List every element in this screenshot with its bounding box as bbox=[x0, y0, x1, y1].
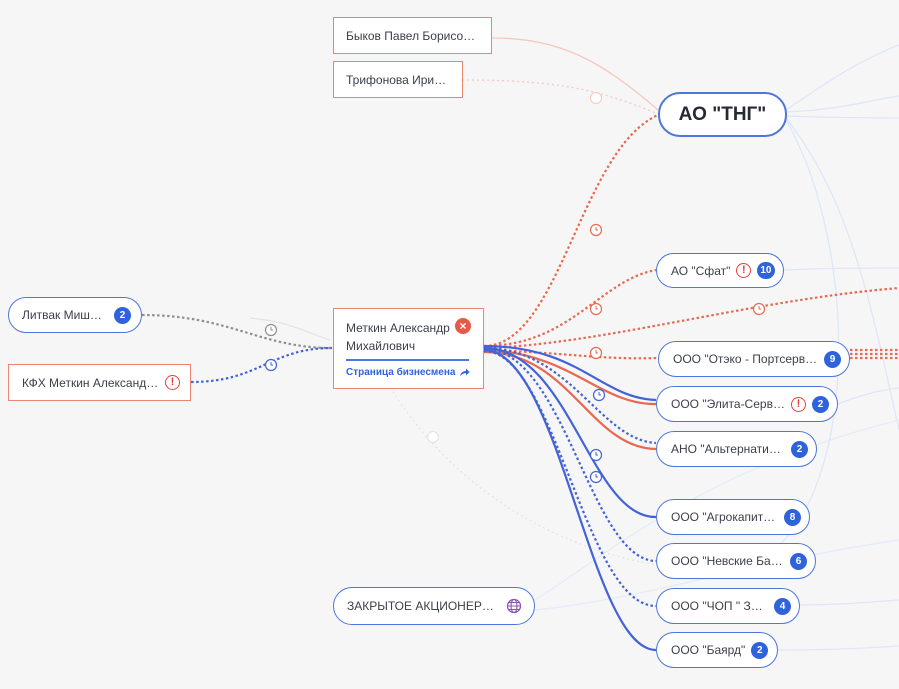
count-badge: 6 bbox=[790, 552, 807, 570]
org-node-elita[interactable]: ООО "Элита-Сервис" ! 2 bbox=[656, 386, 838, 422]
count-badge: 2 bbox=[812, 395, 829, 413]
faint-link bbox=[785, 117, 899, 431]
node-label: Быков Павел Борисович bbox=[346, 28, 479, 43]
node-label: ЗАКРЫТОЕ АКЦИОНЕРНОЕ... bbox=[347, 599, 498, 613]
org-node-oteko[interactable]: ООО "Отэко - Портсервис" 9 bbox=[658, 341, 850, 377]
link-label: Страница бизнесмена bbox=[346, 367, 456, 378]
divider bbox=[346, 359, 469, 361]
node-label: КФХ Меткин Александр... bbox=[22, 375, 159, 390]
count-badge: 4 bbox=[774, 597, 791, 615]
node-label: ООО "Невские Бани" bbox=[671, 554, 784, 568]
faint-link bbox=[837, 387, 899, 405]
org-node-bayard[interactable]: ООО "Баярд" 2 bbox=[656, 632, 778, 668]
count-badge: 8 bbox=[784, 508, 801, 526]
link-alternativa-blue bbox=[483, 346, 657, 445]
person-node-kfh[interactable]: КФХ Меткин Александр... ! bbox=[8, 364, 191, 401]
clock-icon bbox=[589, 470, 603, 484]
faint-link bbox=[777, 645, 899, 651]
link-zevs bbox=[483, 349, 657, 608]
clock-icon bbox=[264, 358, 278, 372]
link-bayard bbox=[483, 348, 657, 652]
clock-icon bbox=[589, 302, 603, 316]
org-node-sfat[interactable]: АО "Сфат" ! 10 bbox=[656, 253, 784, 288]
count-badge: 2 bbox=[751, 641, 769, 659]
faint-link bbox=[799, 599, 899, 606]
node-label: ООО "Отэко - Портсервис" bbox=[673, 352, 818, 366]
org-node-nevskie[interactable]: ООО "Невские Бани" 6 bbox=[656, 543, 816, 579]
person-name: Меткин Александр Михайлович bbox=[346, 321, 450, 353]
node-label: Литвак Мишель bbox=[22, 308, 108, 322]
org-node-litvak[interactable]: Литвак Мишель 2 bbox=[8, 297, 142, 333]
node-label: ООО "ЧОП " Зевс" bbox=[671, 599, 768, 613]
node-label: ООО "Баярд" bbox=[671, 643, 746, 657]
center-person-node[interactable]: Меткин Александр Михайлович × Страница б… bbox=[333, 308, 484, 389]
node-label: АО "Сфат" bbox=[671, 263, 731, 278]
faint-link bbox=[249, 317, 331, 341]
link-litvak bbox=[141, 313, 333, 350]
warning-icon: ! bbox=[736, 263, 752, 278]
globe-icon bbox=[506, 598, 522, 614]
clock-icon bbox=[752, 302, 766, 316]
person-node-trifonova[interactable]: Трифонова Ирина... bbox=[333, 61, 463, 98]
clock-icon bbox=[427, 431, 439, 443]
faint-link bbox=[785, 115, 899, 119]
link-sfat bbox=[483, 268, 657, 348]
org-node-zevs[interactable]: ООО "ЧОП " Зевс" 4 bbox=[656, 588, 800, 624]
clock-icon bbox=[590, 92, 602, 104]
clock-icon bbox=[264, 323, 278, 337]
link-tng bbox=[483, 113, 659, 348]
link-agrokapital bbox=[483, 346, 657, 519]
faint-link bbox=[491, 37, 659, 111]
node-label: Трифонова Ирина... bbox=[346, 72, 450, 87]
share-arrow-icon bbox=[460, 368, 470, 376]
main-org-label: АО "ТНГ" bbox=[678, 103, 767, 125]
count-badge: 2 bbox=[791, 440, 808, 458]
faint-link bbox=[785, 44, 899, 111]
clock-icon bbox=[589, 448, 603, 462]
count-badge: 10 bbox=[757, 262, 775, 279]
main-org-node[interactable]: АО "ТНГ" bbox=[658, 92, 787, 137]
faint-link bbox=[785, 95, 899, 113]
clock-icon bbox=[589, 346, 603, 360]
clock-icon bbox=[589, 223, 603, 237]
link-kfh bbox=[190, 346, 333, 384]
faint-link bbox=[759, 119, 840, 561]
person-node-bykov[interactable]: Быков Павел Борисович bbox=[333, 17, 492, 54]
warning-icon: ! bbox=[791, 396, 806, 412]
faint-link bbox=[379, 369, 657, 566]
node-label: АНО "Альтернатива" bbox=[671, 442, 785, 456]
org-node-zao[interactable]: ЗАКРЫТОЕ АКЦИОНЕРНОЕ... bbox=[333, 587, 535, 625]
org-node-agrokapital[interactable]: ООО "Агрокапитал" 8 bbox=[656, 499, 810, 535]
link-right-offscreen bbox=[483, 286, 899, 350]
count-badge: 9 bbox=[824, 350, 841, 368]
clock-icon bbox=[592, 388, 606, 402]
link-nevskie bbox=[483, 347, 657, 563]
businessman-page-link[interactable]: Страница бизнесмена bbox=[346, 367, 470, 378]
link-elita-blue bbox=[483, 344, 657, 402]
warning-icon: ! bbox=[165, 375, 180, 390]
count-badge: 2 bbox=[114, 306, 131, 324]
close-icon[interactable]: × bbox=[455, 318, 471, 334]
faint-link bbox=[783, 267, 899, 271]
org-node-alternativa[interactable]: АНО "Альтернатива" 2 bbox=[656, 431, 817, 467]
node-label: ООО "Агрокапитал" bbox=[671, 510, 778, 524]
node-label: ООО "Элита-Сервис" bbox=[671, 397, 785, 411]
link-elita-red bbox=[483, 348, 657, 406]
faint-link bbox=[461, 79, 659, 115]
